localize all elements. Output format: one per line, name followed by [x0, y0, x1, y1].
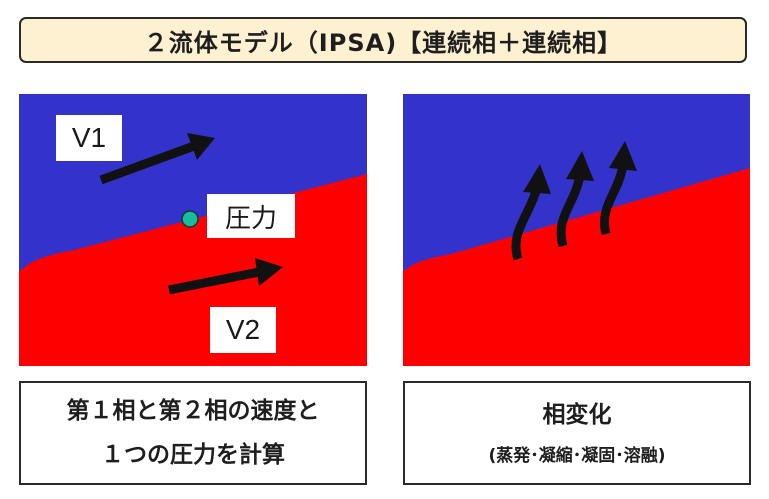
phase-change-caption: 相変化 (蒸発･凝縮･凝固･溶融) — [403, 381, 751, 485]
phase-change-arrow-1-icon — [511, 164, 551, 261]
v1-label: V1 — [56, 115, 122, 161]
caption-left-line-1: 第１相と第２相の速度と — [66, 398, 320, 424]
phase-change-arrow-2-icon — [556, 151, 594, 248]
v2-label: V2 — [210, 307, 276, 353]
pressure-label: 圧力 — [207, 194, 295, 238]
phase-change-diagram — [403, 94, 750, 366]
caption-right-line-1: 相変化 — [542, 402, 612, 428]
v1-arrow-icon — [99, 133, 215, 185]
title-banner: ２流体モデル（IPSA)【連続相＋連続相】 — [19, 17, 747, 63]
v2-arrow-icon — [168, 258, 283, 295]
pressure-point-icon — [181, 210, 199, 228]
two-fluid-velocity-panel: V1 圧力 V2 — [19, 94, 367, 366]
lower-phase-region — [403, 168, 750, 366]
caption-right-line-2: (蒸発･凝縮･凝固･溶融) — [488, 446, 666, 466]
velocity-diagram — [19, 94, 367, 366]
phase-change-panel — [403, 94, 750, 366]
title-text: ２流体モデル（IPSA)【連続相＋連続相】 — [143, 28, 623, 57]
caption-left-line-2: １つの圧力を計算 — [101, 442, 285, 468]
phase-change-arrow-3-icon — [600, 141, 637, 236]
velocity-pressure-caption: 第１相と第２相の速度と １つの圧力を計算 — [19, 381, 367, 485]
